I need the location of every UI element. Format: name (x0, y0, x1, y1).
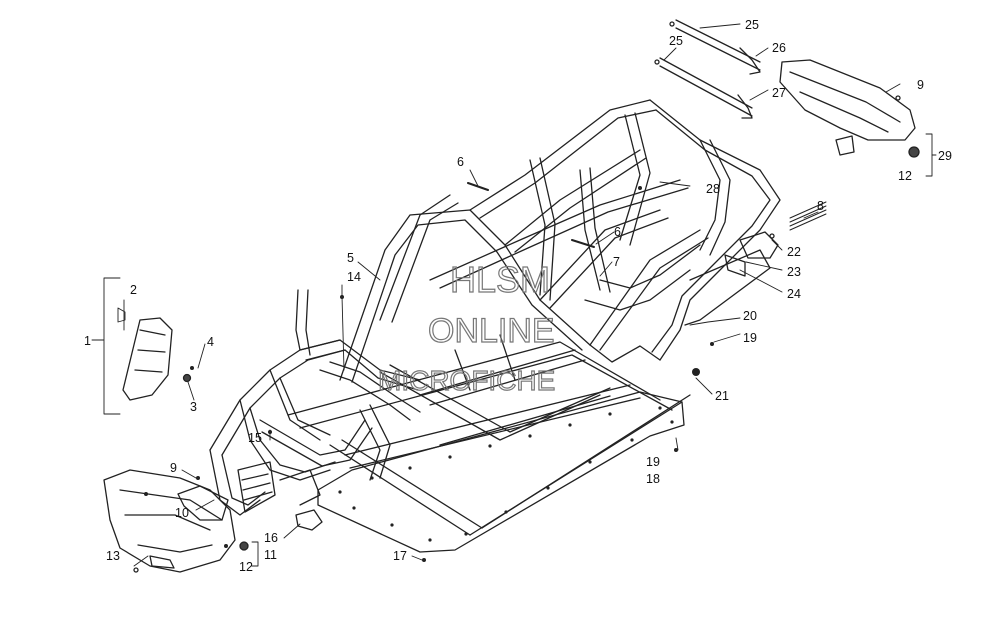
callout-12-front: 12 (239, 560, 253, 574)
callout-25-lower: 25 (669, 34, 683, 48)
callout-6-top: 6 (457, 155, 464, 169)
watermark-line-1: HLSM (450, 259, 550, 300)
callout-15: 15 (248, 431, 262, 445)
callout-19-upper: 19 (743, 331, 757, 345)
callouts: 1 2 3 4 5 6 6 7 8 9 9 10 11 12 12 13 14 … (84, 18, 952, 574)
callout-1: 1 (84, 334, 91, 348)
front-mounts (237, 461, 323, 531)
front-plate (177, 485, 229, 521)
decal (789, 201, 827, 231)
front-bumper (103, 469, 249, 573)
callout-26: 26 (772, 41, 786, 55)
callout-12-rear: 12 (898, 169, 912, 183)
front-panel (122, 317, 192, 401)
skid-plate (317, 391, 685, 553)
callout-29: 29 (938, 149, 952, 163)
callout-17: 17 (393, 549, 407, 563)
callout-11: 11 (264, 548, 277, 562)
callout-14: 14 (347, 270, 361, 284)
callout-5: 5 (347, 251, 354, 265)
callout-18: 18 (646, 472, 660, 486)
lower-frame-rails (287, 334, 691, 536)
callout-21: 21 (715, 389, 729, 403)
callout-19-lower: 19 (646, 455, 660, 469)
callout-9-rear: 9 (917, 78, 924, 92)
rear-bumper (779, 59, 920, 158)
front-frame (209, 289, 421, 516)
watermark-line-2: ONLINE (428, 312, 555, 350)
callout-7: 7 (613, 255, 620, 269)
callout-4: 4 (207, 335, 214, 349)
roll-cage (339, 99, 781, 383)
callout-6-mid: 6 (614, 225, 621, 239)
callout-9-front: 9 (170, 461, 177, 475)
callout-13: 13 (106, 549, 120, 563)
callout-8: 8 (817, 199, 824, 213)
callout-27: 27 (772, 86, 786, 100)
callout-23: 23 (787, 265, 801, 279)
callout-2: 2 (130, 283, 137, 297)
callout-3: 3 (190, 400, 197, 414)
rear-rails (654, 19, 761, 119)
decal-strip (467, 182, 595, 248)
fasteners (144, 186, 714, 562)
skid-plate-holes (338, 406, 674, 542)
callout-25-top: 25 (745, 18, 759, 32)
leader-lines (91, 23, 937, 567)
callout-28: 28 (706, 182, 720, 196)
callout-20: 20 (743, 309, 757, 323)
callout-22: 22 (787, 245, 801, 259)
rear-brackets (684, 231, 779, 326)
callout-24: 24 (787, 287, 801, 301)
callout-10: 10 (175, 506, 189, 520)
callout-16: 16 (264, 531, 278, 545)
watermark: HLSM ONLINE MICROFICHE (377, 258, 556, 396)
watermark-line-3: MICROFICHE (378, 365, 555, 396)
